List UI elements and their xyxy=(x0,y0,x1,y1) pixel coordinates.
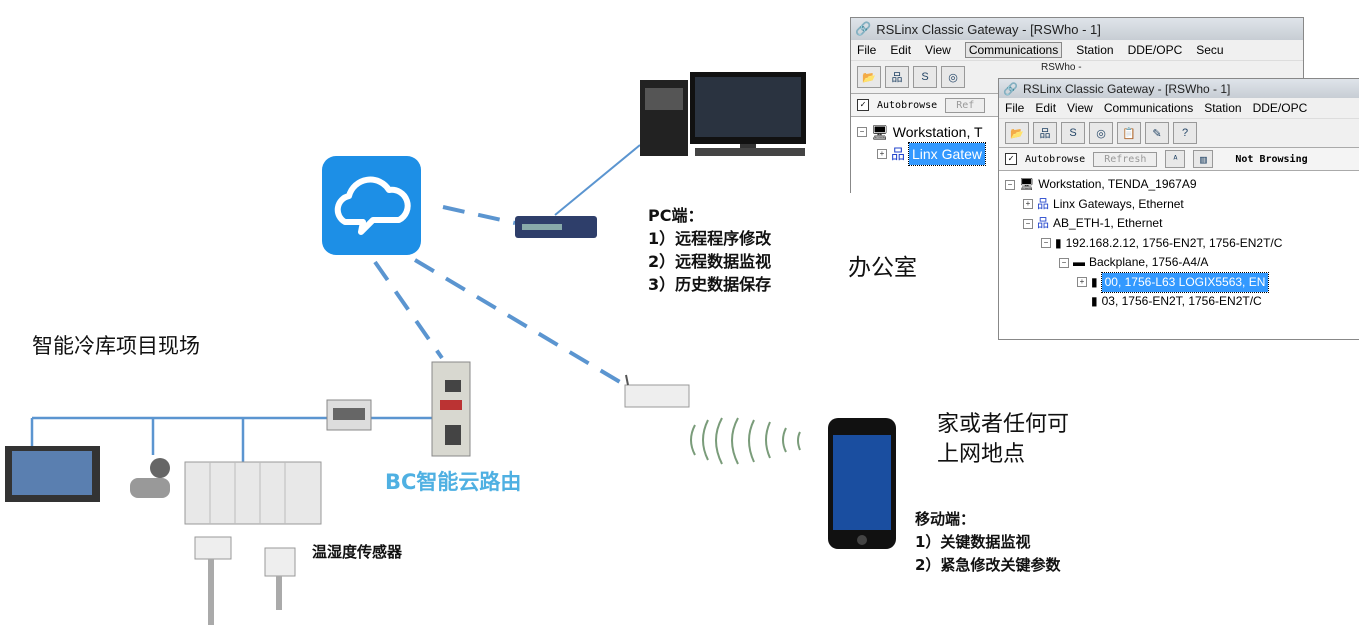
menu-dde-opc[interactable]: DDE/OPC xyxy=(1127,43,1183,57)
tree-node[interactable]: −▮192.168.2.12, 1756-EN2T, 1756-EN2T/C xyxy=(1005,234,1353,254)
network-icon[interactable]: 品 xyxy=(1033,122,1057,144)
refresh-button[interactable]: Refresh xyxy=(1093,151,1158,167)
menu-communications[interactable]: Communications xyxy=(964,42,1063,58)
rslinx-window-front: 🔗RSLinx Classic Gateway - [RSWho - 1] Fi… xyxy=(998,78,1359,340)
module-icon: ▮ xyxy=(1055,235,1062,250)
menu-view[interactable]: View xyxy=(925,43,951,57)
list-view-icon[interactable]: ▥ xyxy=(1193,150,1214,168)
autobrowse-checkbox[interactable]: ✓ xyxy=(857,99,869,111)
open-icon[interactable]: 📂 xyxy=(1005,122,1029,144)
mobile-feature: 1）关键数据监视 xyxy=(915,533,1031,551)
edit-icon[interactable]: ✎ xyxy=(1145,122,1169,144)
site-label: 智能冷库项目现场 xyxy=(32,334,200,358)
module-icon: ▮ xyxy=(1091,294,1098,308)
title-bar: 🔗RSLinx Classic Gateway - [RSWho - 1] xyxy=(851,18,1303,40)
driver-icon[interactable]: S xyxy=(913,66,937,88)
tree-node[interactable]: −▬Backplane, 1756-A4/A xyxy=(1005,253,1353,273)
menu-dde-opc[interactable]: DDE/OPC xyxy=(1252,101,1308,115)
rswho-icon[interactable]: ◎ xyxy=(1089,122,1113,144)
wifi-router-icon xyxy=(624,374,690,408)
browse-status: Not Browsing xyxy=(1235,153,1308,165)
menu-security[interactable]: Secu xyxy=(1196,43,1224,57)
bc-cloud-router-icon xyxy=(431,361,471,457)
link-cloud-wifi xyxy=(413,258,627,387)
rslinx-app-icon: 🔗 xyxy=(1003,81,1018,96)
network-icon[interactable]: 品 xyxy=(885,66,909,88)
node-view-icon[interactable]: ᴬ xyxy=(1165,150,1186,168)
pc-feature: 1）远程程序修改 xyxy=(648,229,772,248)
link-cloud-bc-router xyxy=(373,260,444,360)
network-icon: 品 xyxy=(891,146,905,162)
ethernet-switch-icon xyxy=(515,216,597,238)
tree-node-workstation[interactable]: −🖥Workstation, T xyxy=(857,121,1297,143)
link-switch-pc xyxy=(554,144,641,216)
network-icon: 品 xyxy=(1037,216,1050,230)
module-icon: ▮ xyxy=(1091,274,1098,289)
flowmeter-icon xyxy=(130,458,170,498)
mobile-title: 移动端： xyxy=(915,510,976,528)
computer-icon: 🖥 xyxy=(871,124,889,140)
tree-node-selected[interactable]: +▮00, 1756-L63 LOGIX5563, EN xyxy=(1005,271,1353,293)
rswho-icon[interactable]: ◎ xyxy=(941,66,965,88)
computer-icon: 🖥 xyxy=(1019,177,1035,191)
open-icon[interactable]: 📂 xyxy=(857,66,881,88)
menu-edit[interactable]: Edit xyxy=(1035,101,1057,115)
menu-station[interactable]: Station xyxy=(1204,101,1242,115)
office-label: 办公室 xyxy=(848,255,917,281)
menu-communications[interactable]: Communications xyxy=(1103,101,1194,115)
sensor-label: 温湿度传感器 xyxy=(312,543,403,561)
rslinx-app-icon: 🔗 xyxy=(855,21,872,36)
temperature-humidity-sensor-icon xyxy=(194,536,296,625)
driver-icon[interactable]: S xyxy=(1061,122,1085,144)
menu-bar: File Edit View Communications Station DDE/OPC xyxy=(999,98,1359,119)
pc-title: PC端： xyxy=(648,206,704,225)
tree-node[interactable]: −🖥Workstation, TENDA_1967A9 xyxy=(1005,175,1353,195)
smartphone-icon xyxy=(828,418,896,549)
pc-icon xyxy=(640,72,806,156)
menu-file[interactable]: File xyxy=(1005,101,1025,115)
clipboard-icon[interactable]: 📋 xyxy=(1117,122,1141,144)
field-switch-icon xyxy=(326,399,372,431)
autobrowse-label: Autobrowse xyxy=(1025,153,1086,165)
pc-feature: 2）远程数据监视 xyxy=(648,252,772,271)
menu-view[interactable]: View xyxy=(1067,101,1093,115)
menu-station[interactable]: Station xyxy=(1076,43,1114,57)
mobile-feature: 2）紧急修改关键参数 xyxy=(915,556,1061,574)
pc-feature: 3）历史数据保存 xyxy=(648,275,772,294)
home-label: 家或者任何可上网地点 xyxy=(937,412,1070,467)
plc-rack-icon xyxy=(184,461,322,525)
link-cloud-pc-switch xyxy=(442,205,516,225)
wireless-signal-icon xyxy=(690,417,801,465)
bc-router-label: BC智能云路由 xyxy=(385,470,522,494)
backplane-icon: ▬ xyxy=(1073,255,1085,269)
help-icon[interactable]: ? xyxy=(1173,122,1197,144)
refresh-button[interactable]: Ref xyxy=(945,97,986,113)
menu-file[interactable]: File xyxy=(857,43,877,57)
mobile-features: 移动端： 1）关键数据监视 2）紧急修改关键参数 xyxy=(915,508,1060,577)
autobrowse-label: Autobrowse xyxy=(877,99,938,111)
autobrowse-checkbox[interactable]: ✓ xyxy=(1005,153,1017,165)
tree-node[interactable]: ▮03, 1756-EN2T, 1756-EN2T/C xyxy=(1005,292,1353,312)
menu-bar: File Edit View Communications Station DDE/OPC… xyxy=(851,40,1303,61)
pc-features: PC端： 1）远程程序修改 2）远程数据监视 3）历史数据保存 xyxy=(648,204,771,296)
subwindow-title: RSWho - xyxy=(1041,62,1082,73)
cloud-app-icon xyxy=(322,156,421,255)
title-bar: 🔗RSLinx Classic Gateway - [RSWho - 1] xyxy=(999,79,1359,98)
menu-edit[interactable]: Edit xyxy=(890,43,912,57)
network-icon: 品 xyxy=(1037,196,1050,211)
hmi-panel-icon xyxy=(5,446,100,502)
